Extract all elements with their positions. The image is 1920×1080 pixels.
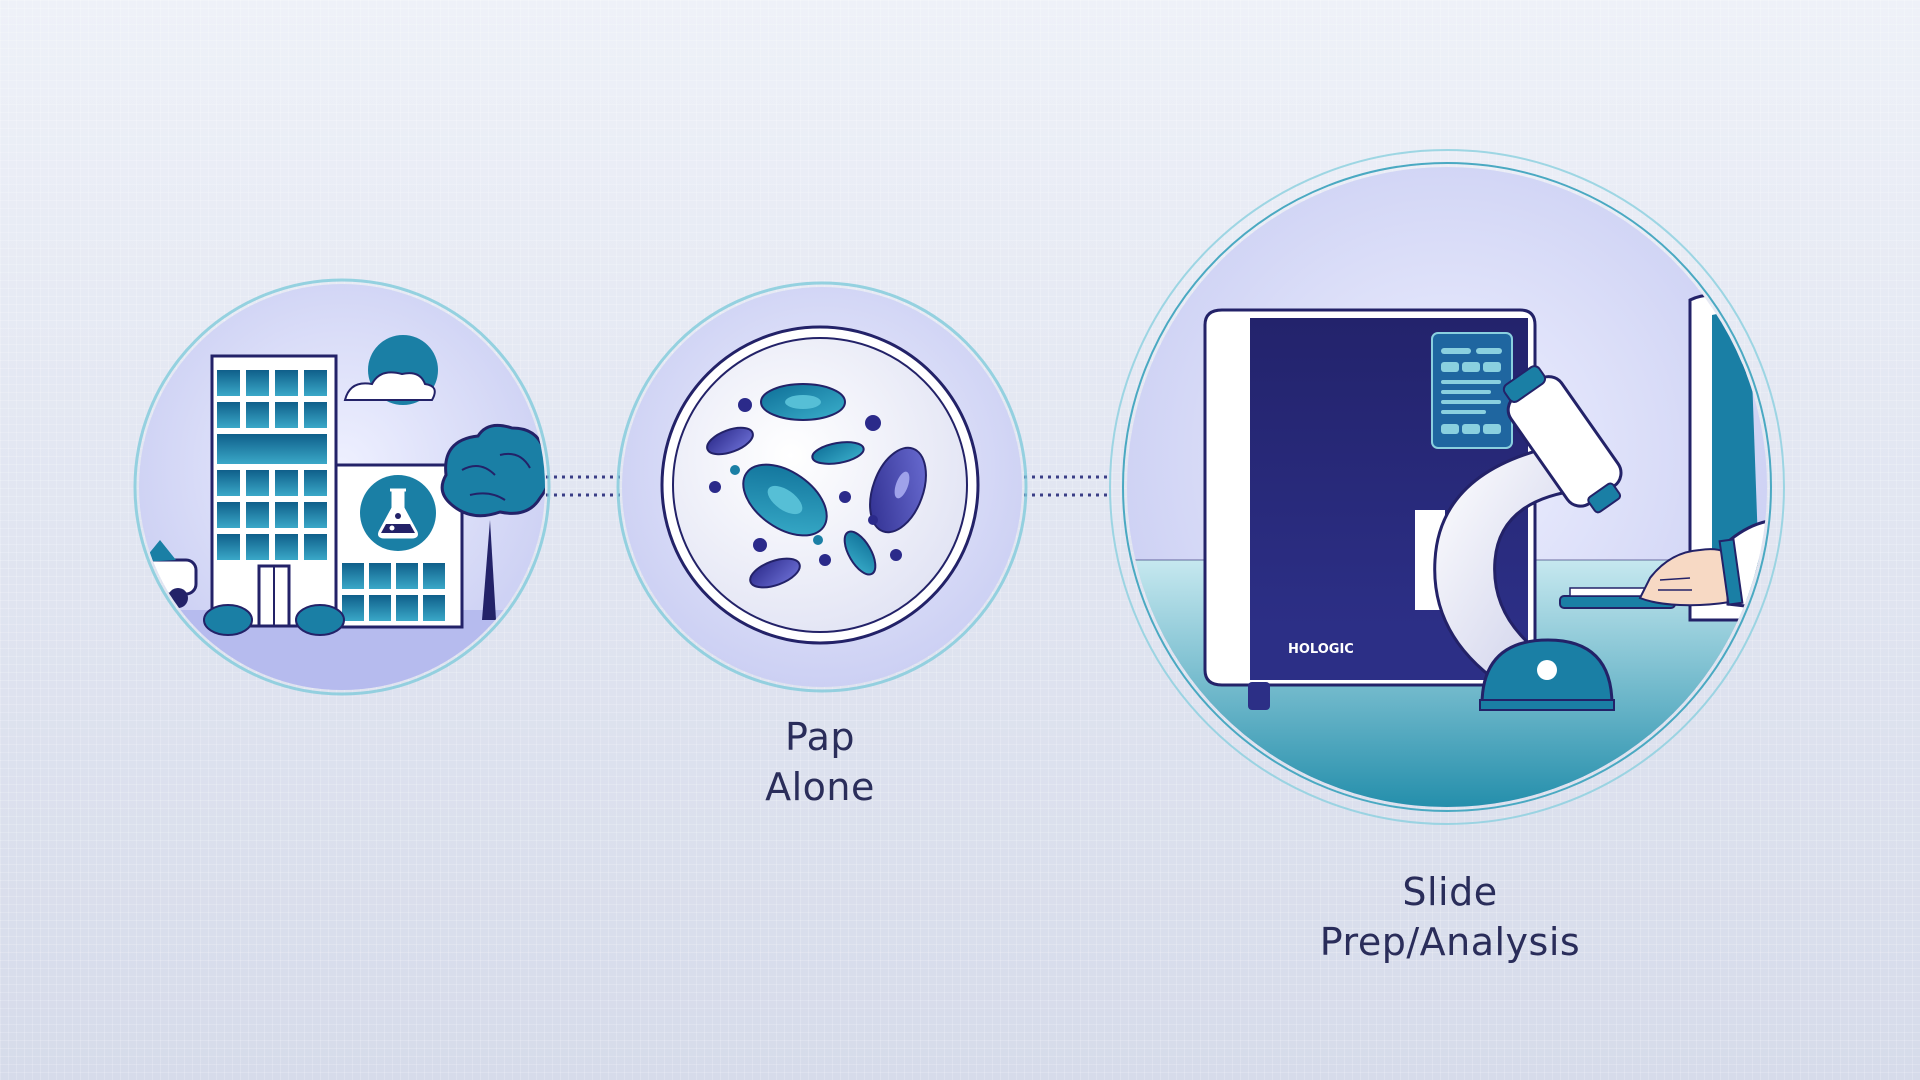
label-line: Prep/Analysis xyxy=(1319,920,1581,964)
processor-microscope-icon: HOLOGIC xyxy=(1109,149,1785,825)
hologic-logo: HOLOGIC xyxy=(1288,642,1354,657)
label-line: Slide xyxy=(1402,870,1498,914)
label-line: Pap xyxy=(784,715,856,759)
laboratory-building-icon xyxy=(133,278,551,696)
cells-petri-dish-icon xyxy=(616,281,1028,693)
label-slide-prep-analysis: Slide Prep/Analysis xyxy=(1190,867,1710,967)
label-pap-alone: Pap Alone xyxy=(670,712,970,812)
label-line: Alone xyxy=(765,765,875,809)
connector-dotted-lines xyxy=(546,475,1110,497)
